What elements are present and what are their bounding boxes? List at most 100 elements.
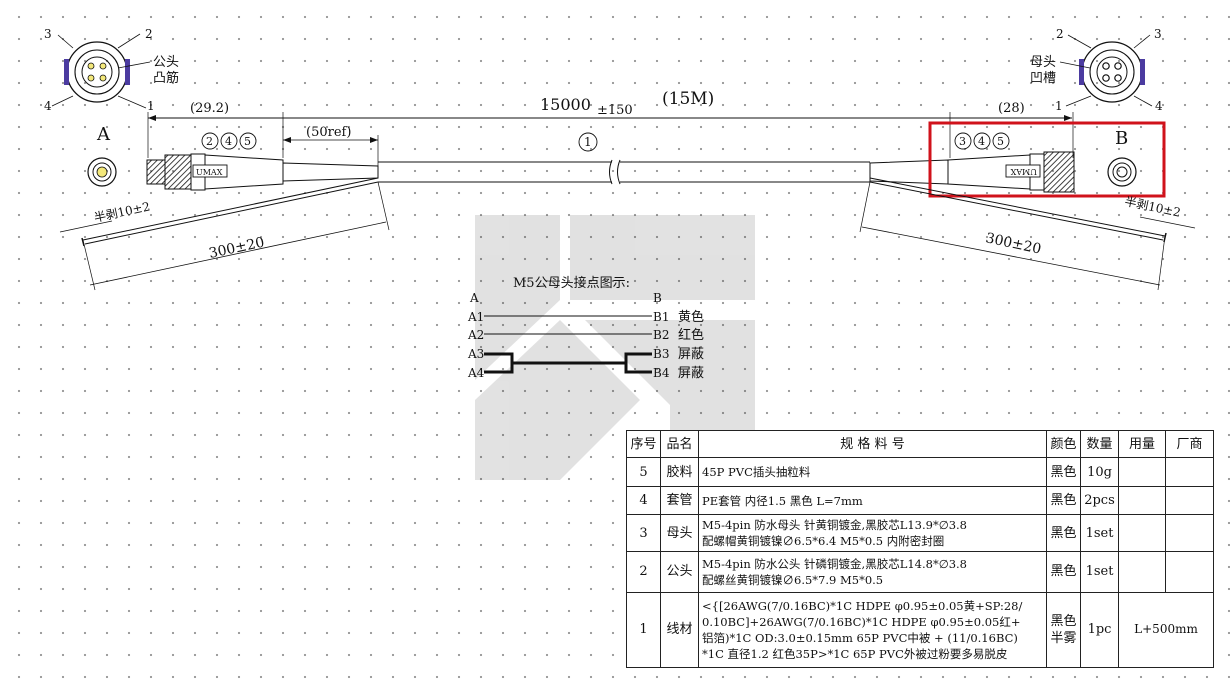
pinout-a2: A2 [467,328,484,342]
spec-line: 配螺帽黄铜镀镍∅6.5*6.4 M5*0.5 内附密封圈 [702,534,945,549]
bom-cell-spec: PE套管 内径1.5 黑色 L=7mm [698,485,1047,516]
side-a-ref-5: 5 [244,135,251,148]
bom-cell-spec: 45P PVC插头抽粒料 [698,457,1047,487]
bom-cell-usage [1118,551,1166,593]
side-b-strip-length: 半剥10±2 [1123,194,1182,220]
bom-cell-no: 3 [626,514,661,552]
side-a-type-line2: 凸筋 [153,70,179,86]
bom-cell-name: 母头 [660,514,699,552]
spec-line: 配螺丝黄铜镀镍∅6.5*7.9 M5*0.5 [702,572,884,587]
bom-cell-qty: 1pc [1080,591,1119,669]
bom-cell-spec: <{[26AWG(7/0.16BC)*1C HDPE φ0.95±0.05黄+S… [698,591,1047,669]
side-b-marking: UMAX [1010,167,1037,176]
side-a-part-refs: 2 4 5 [201,132,257,150]
bom-cell-qty: 2pcs [1080,485,1119,516]
spec-line: 铝箔)*1C OD:3.0±0.15mm 65P PVC中被 + (11/0.1… [702,630,1018,645]
bom-cell-vendor [1165,551,1214,593]
side-a-type-line1: 公头 [153,55,179,70]
bom-cell-qty: 1set [1080,514,1119,552]
pinout-a4: A4 [467,366,485,380]
table-row: 3 母头 M5-4pin 防水母头 针黄铜镀金,黑胶芯L13.9*∅3.8 配螺… [626,514,1214,552]
table-row: 4 套管 PE套管 内径1.5 黑色 L=7mm 黑色 2pcs [626,485,1214,516]
side-b-connector-body: UMAX 3 4 5 [869,132,1075,193]
pinout-color-4: 屏蔽 [678,366,704,381]
bom-cell-vendor [1165,514,1214,552]
side-b-ref-3: 3 [959,135,966,148]
pinout-title: M5公母头接点图示: [513,275,630,291]
bom-header-qty: 数量 [1080,429,1119,459]
side-b-lead-length: 300±20 [984,230,1042,257]
side-a-leads: 半剥10±2 300±20 [59,177,390,291]
bom-cell-spec: M5-4pin 防水公头 针磷铜镀金,黑胶芯L14.8*∅3.8 配螺丝黄铜镀镍… [698,551,1047,593]
side-b-pin-1: 1 [1055,99,1063,113]
table-row: 1 线材 <{[26AWG(7/0.16BC)*1C HDPE φ0.95±0.… [626,591,1214,669]
pinout-b1: B1 [653,310,669,324]
pinout-a3: A3 [467,347,484,361]
bom-cell-vendor [1165,485,1214,516]
bom-cell-name: 线材 [660,591,699,669]
side-b-end-view [1107,157,1137,187]
pinout-color-3: 屏蔽 [678,347,704,362]
spec-line: <{[26AWG(7/0.16BC)*1C HDPE φ0.95±0.05黄+S… [702,598,1023,613]
table-row: 2 公头 M5-4pin 防水公头 针磷铜镀金,黑胶芯L14.8*∅3.8 配螺… [626,551,1214,593]
bom-cell-color: 黑色 [1046,457,1081,487]
pinout-end-a: A [469,291,479,305]
side-a-body-length: (29.2) [190,101,229,116]
side-a-ref-2: 2 [206,135,213,148]
bom-cell-name: 胶料 [660,457,699,487]
overall-length-dimension: 15000 ±150 (15M) [148,89,1072,121]
bom-cell-color: 黑色 [1046,485,1081,516]
side-b-ref-4: 4 [978,135,985,148]
side-a-pin-1: 1 [147,99,155,113]
side-a-connector-body: UMAX [146,153,379,191]
side-b-pin-4: 4 [1155,99,1163,113]
bom-header-usage: 用量 [1118,429,1166,459]
spec-line: M5-4pin 防水母头 针黄铜镀金,黑胶芯L13.9*∅3.8 [702,518,968,533]
side-b-label: B [1115,128,1128,149]
side-a-connector-face: 3 2 4 1 公头 凸筋 [44,27,179,113]
side-b-body-length: (28) [998,101,1025,116]
table-row: 5 胶料 45P PVC插头抽粒料 黑色 10g [626,457,1214,487]
cable-body: 1 [378,132,870,185]
pinout-a1: A1 [467,310,484,324]
side-a-ref-length: (50ref) [306,125,351,140]
side-a-marking: UMAX [196,168,223,177]
pinout-end-b: B [653,291,662,305]
spec-line: 45P PVC插头抽粒料 [702,465,811,480]
bom-cell-qty: 1set [1080,551,1119,593]
cable-length-value: 15000 [540,95,591,114]
bom-table: 序号 品名 规 格 料 号 颜色 数量 用量 厂商 5 胶料 45P PVC插头… [626,429,1214,669]
side-a-label: A [96,124,111,145]
side-a-pin-3: 3 [44,27,52,41]
bom-header-vendor: 厂商 [1165,429,1214,459]
pinout-b3: B3 [653,347,669,361]
side-b-pin-2: 2 [1056,27,1064,41]
bom-header-spec: 规 格 料 号 [698,429,1047,459]
bom-cell-usage [1118,485,1166,516]
pinout-color-1: 黄色 [678,309,704,325]
bom-cell-vendor [1165,457,1214,487]
side-b-pin-3: 3 [1154,27,1162,41]
bom-cell-spec: M5-4pin 防水母头 针黄铜镀金,黑胶芯L13.9*∅3.8 配螺帽黄铜镀镍… [698,514,1047,552]
bom-header-row: 序号 品名 规 格 料 号 颜色 数量 用量 厂商 [626,429,1214,459]
bom-cell-name: 套管 [660,485,699,516]
bom-header-no: 序号 [626,429,661,459]
side-a-dimensions: (29.2) (50ref) [147,101,379,175]
bom-cell-color: 黑色 [1046,551,1081,593]
side-b-connector-face: 2 3 1 4 母头 凹槽 [1030,27,1163,113]
side-b-dimensions: (28) [949,101,1074,158]
spec-line: *1C 直径1.2 红色35P>*1C 65P PVC外被过粉要多易脱皮 [702,646,1008,661]
bom-cell-qty: 10g [1080,457,1119,487]
bom-header-color: 颜色 [1046,429,1081,459]
side-a-lead-length: 300±20 [208,235,266,262]
side-a-end-view [87,157,117,187]
side-a-pin-4: 4 [44,99,52,113]
bom-cell-name: 公头 [660,551,699,593]
cable-length-meters: (15M) [662,89,714,109]
bom-cell-no: 1 [626,591,661,669]
bom-cell-usage [1118,514,1166,552]
side-b-type-line1: 母头 [1030,55,1056,70]
bom-cell-no: 2 [626,551,661,593]
bom-cell-color: 黑色 [1046,514,1081,552]
